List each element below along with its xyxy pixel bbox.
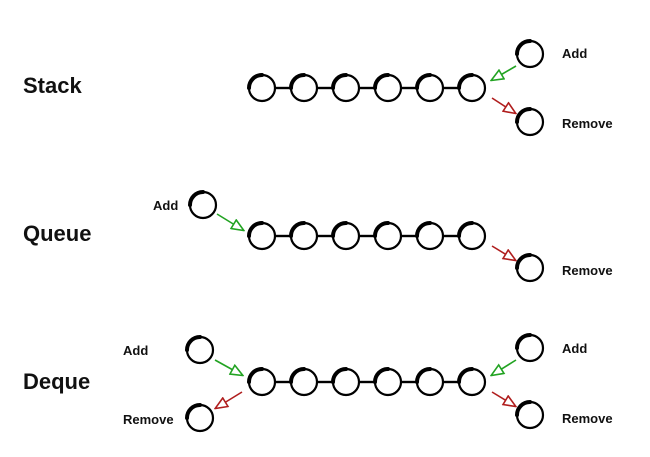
deque-left-add-arrow [214,359,242,375]
row-deque: Deque Add Remove Add Remove [23,333,613,433]
chain-node [373,73,403,103]
chain-node [457,73,487,103]
stack-remove-arrow [491,97,515,113]
chain-node [457,367,487,397]
row-stack: Stack Add Remove [23,39,613,137]
chain-node [415,73,445,103]
row-title-queue: Queue [23,221,91,246]
chain-node [247,221,277,251]
stack-chain [247,73,487,103]
deque-chain [247,367,487,397]
queue-add-label: Add [153,198,178,213]
queue-remove-label: Remove [562,263,613,278]
deque-right-add-arrow [492,359,517,375]
chain-node [331,221,361,251]
chain-node [415,221,445,251]
stack-remove-node [515,107,545,137]
row-queue: Queue Add Remove [23,190,613,283]
chain-node [373,221,403,251]
chain-node [289,73,319,103]
stack-remove-label: Remove [562,116,613,131]
deque-right-add-node [515,333,545,363]
deque-left-remove-node [185,403,215,433]
element-node [185,403,215,433]
stack-add-arrow [492,65,517,80]
queue-remove-arrow [491,245,515,260]
row-title-deque: Deque [23,369,90,394]
queue-add-node [188,190,218,220]
chain-node [247,73,277,103]
queue-remove-node [515,253,545,283]
deque-left-add-label: Add [123,343,148,358]
chain-node [247,367,277,397]
deque-right-remove-label: Remove [562,411,613,426]
element-node [515,253,545,283]
deque-left-add-node [185,335,215,365]
chain-node [373,367,403,397]
chain-node [415,367,445,397]
element-node [515,39,545,69]
deque-right-remove-arrow [491,391,515,406]
element-node [185,335,215,365]
element-node [188,190,218,220]
chain-node [289,221,319,251]
chain-node [331,73,361,103]
chain-node [457,221,487,251]
deque-right-add-label: Add [562,341,587,356]
chain-node [331,367,361,397]
element-node [515,333,545,363]
element-node [515,107,545,137]
queue-add-arrow [216,213,243,230]
element-node [515,400,545,430]
deque-left-remove-label: Remove [123,412,174,427]
queue-chain [247,221,487,251]
chain-node [289,367,319,397]
deque-right-remove-node [515,400,545,430]
stack-add-node [515,39,545,69]
row-title-stack: Stack [23,73,82,98]
stack-add-label: Add [562,46,587,61]
deque-left-remove-arrow [216,391,243,408]
